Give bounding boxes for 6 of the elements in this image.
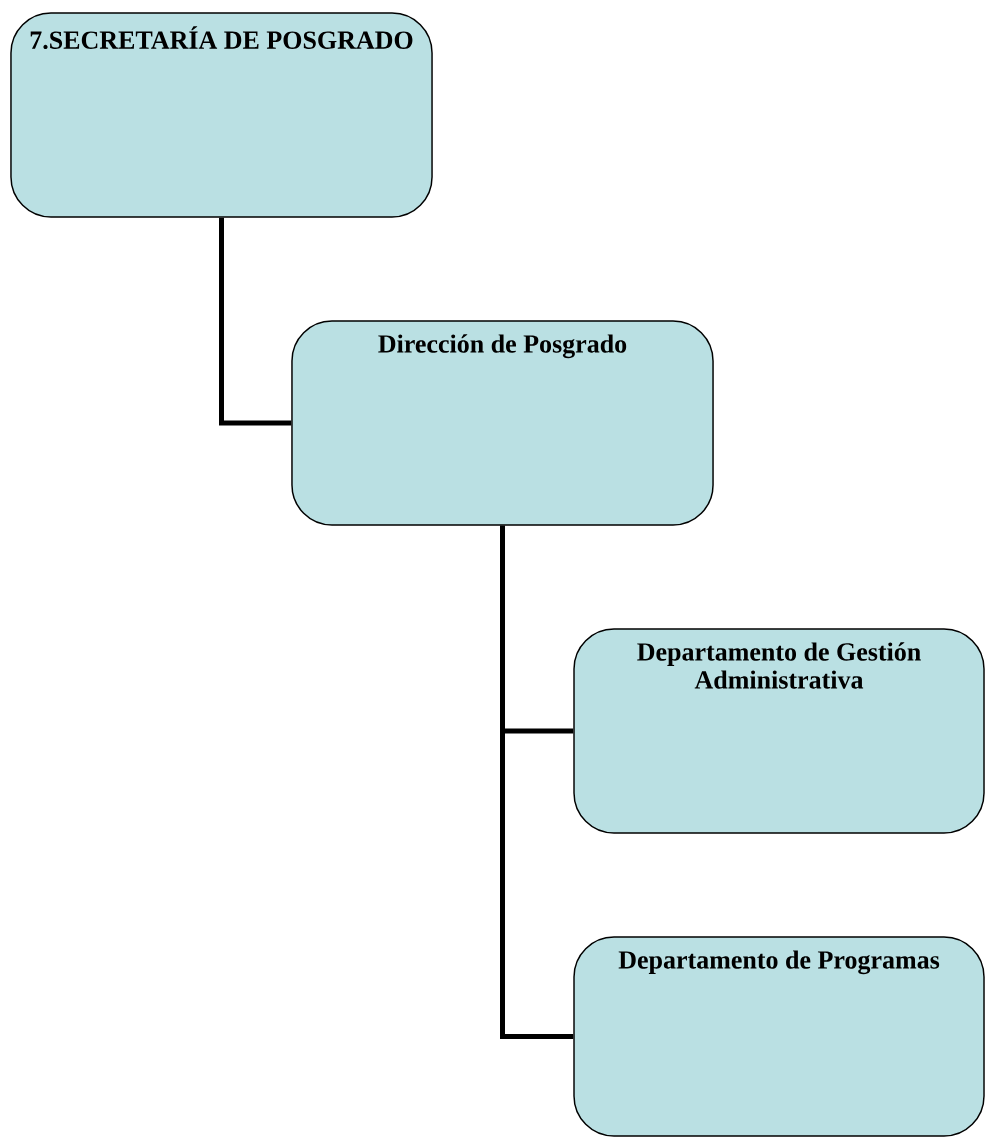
- connector-line: [219, 217, 292, 426]
- org-box: Departamento de Gestión Administrativa: [573, 628, 985, 834]
- org-box: Dirección de Posgrado: [291, 320, 714, 526]
- connector-line: [500, 525, 574, 1039]
- org-box: Departamento de Programas: [573, 936, 985, 1137]
- org-box: 7.SECRETARÍA DE POSGRADO: [10, 12, 433, 218]
